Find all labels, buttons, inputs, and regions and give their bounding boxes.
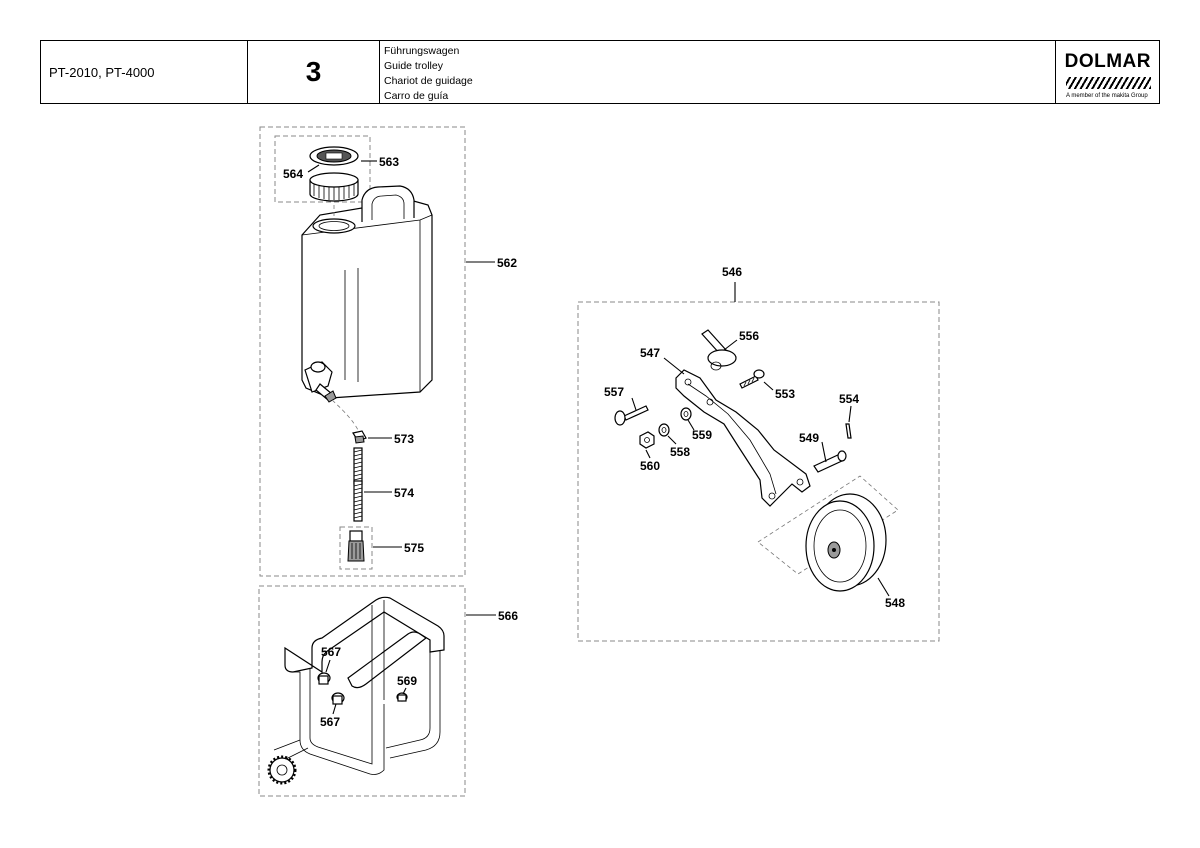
title-german: Führungswagen: [384, 45, 460, 57]
callout-549: 549: [799, 431, 819, 445]
cap-insert-part: [309, 146, 359, 166]
title-english: Guide trolley: [384, 60, 443, 72]
leader-553: [763, 381, 774, 391]
plug-part-lower: [331, 692, 345, 705]
brand-name: DOLMAR: [1064, 51, 1151, 72]
callout-558: 558: [670, 445, 690, 459]
clamp-handle-part: [701, 329, 737, 371]
title-block: PT-2010, PT-4000 3 Führungswagen Guide t…: [40, 40, 1160, 104]
wheel-part: [805, 493, 887, 592]
nut-part-560: [639, 431, 655, 449]
callout-567-upper: 567: [321, 645, 341, 659]
guide-arm-part: [675, 369, 811, 507]
leader-567b: [332, 703, 337, 715]
bolt-part-553: [739, 369, 765, 389]
callout-573: 573: [394, 432, 414, 446]
callout-546: 546: [722, 265, 742, 279]
model-names: PT-2010, PT-4000: [49, 64, 155, 80]
leader-549: [821, 441, 827, 463]
brand-logo: DOLMAR A member of the makita Group: [1056, 41, 1159, 103]
callout-569: 569: [397, 674, 417, 688]
water-tank-part: [301, 185, 433, 403]
leader-559: [687, 419, 695, 431]
leader-554: [848, 405, 852, 423]
tank-group-frame: [259, 126, 466, 577]
leader-558: [667, 435, 677, 445]
leader-569: [402, 687, 407, 695]
callout-575: 575: [404, 541, 424, 555]
callout-557: 557: [604, 385, 624, 399]
callout-566: 566: [498, 609, 518, 623]
hose-centerline: [331, 399, 359, 431]
title-cell: Führungswagen Guide trolley Chariot de g…: [380, 41, 1056, 103]
brand-tagline: A member of the makita Group: [1066, 93, 1148, 99]
leader-548: [877, 577, 890, 597]
filter-group-frame: [339, 526, 373, 570]
callout-553: 553: [775, 387, 795, 401]
hose-connector-part: [352, 430, 367, 444]
callout-547: 547: [640, 346, 660, 360]
page-number-cell: 3: [248, 41, 380, 103]
callout-562: 562: [497, 256, 517, 270]
callout-574: 574: [394, 486, 414, 500]
cap-group-frame: [274, 135, 371, 203]
washer-part-558: [658, 423, 670, 437]
leader-560: [645, 449, 651, 459]
callout-567-lower: 567: [320, 715, 340, 729]
plug-part-right: [396, 692, 408, 702]
leader-567a: [325, 659, 331, 673]
title-spanish: Carro de guía: [384, 90, 449, 102]
callout-564: 564: [283, 167, 303, 181]
callout-563: 563: [379, 155, 399, 169]
callout-560: 560: [640, 459, 660, 473]
plug-part-upper: [317, 672, 331, 685]
leader-556: [723, 339, 738, 351]
sprocket-part: [267, 755, 297, 785]
spring-part: [353, 447, 363, 522]
split-pin-part: [845, 423, 852, 439]
callout-559: 559: [692, 428, 712, 442]
filter-part: [347, 530, 365, 562]
leader-557: [631, 397, 637, 411]
leader-547: [663, 357, 685, 375]
tank-holder-frame-part: [273, 596, 445, 775]
callout-556: 556: [739, 329, 759, 343]
model-cell: PT-2010, PT-4000: [41, 41, 248, 103]
axle-pin-part: [813, 450, 847, 473]
callout-554: 554: [839, 392, 859, 406]
tank-cap-part: [309, 172, 359, 202]
title-french: Chariot de guidage: [384, 75, 473, 87]
leader-564: [307, 164, 320, 173]
bolt-part-557: [614, 405, 649, 426]
callout-548: 548: [885, 596, 905, 610]
logo-hatch-bar: [1066, 77, 1151, 89]
wheel-axis-plane: [757, 475, 899, 575]
page-number: 3: [305, 56, 322, 87]
washer-part-559: [680, 407, 692, 421]
trolley-group-frame: [577, 301, 940, 642]
